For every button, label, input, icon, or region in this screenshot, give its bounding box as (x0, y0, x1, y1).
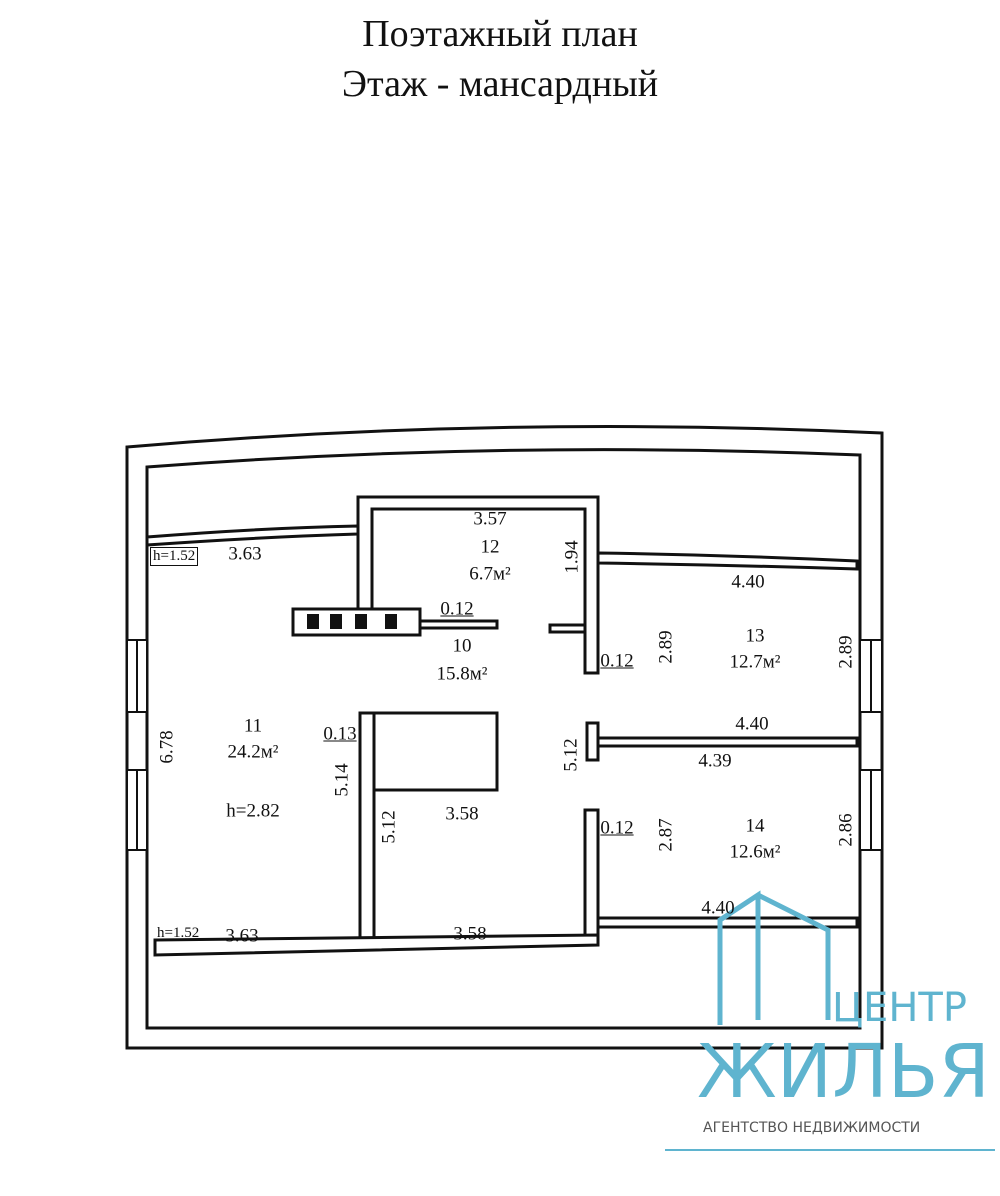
dim-h-1-52-top: h=1.52 (150, 547, 199, 566)
inner-wall (145, 448, 862, 1030)
agency-logo-house (665, 890, 995, 1151)
dim-0-12-a: 0.12 (440, 598, 474, 620)
dim-5-12-a: 5.12 (378, 810, 400, 844)
dim-4-39: 4.39 (698, 750, 732, 772)
room-14-number: 14 (745, 815, 765, 837)
room-12-number: 12 (480, 536, 500, 558)
watermark-line3: АГЕНТСТВО НЕДВИЖИМОСТИ (703, 1120, 921, 1136)
dim-2-89-b: 2.89 (835, 635, 857, 669)
room-14-area: 12.6м² (729, 841, 781, 863)
dim-2-86: 2.86 (835, 813, 857, 847)
room-10-area: 15.8м² (436, 663, 488, 685)
watermark-line1: ЦЕНТР (832, 985, 967, 1031)
room-11-number: 11 (243, 715, 263, 737)
room-13-area: 12.7м² (729, 651, 781, 673)
plan-title: Поэтажный план (362, 13, 638, 55)
dim-h-1-52-bottom: h=1.52 (157, 925, 200, 941)
room-10-number: 10 (452, 635, 472, 657)
watermark-line2: ЖИЛЬЯ (697, 1029, 990, 1115)
dim-5-14: 5.14 (331, 763, 353, 797)
chimney (291, 607, 422, 637)
outer-wall (125, 425, 884, 1050)
dim-5-12-b: 5.12 (560, 738, 582, 772)
dim-3-58-a: 3.58 (445, 803, 479, 825)
room-13-number: 13 (745, 625, 765, 647)
floor-subtitle: Этаж - мансардный (341, 63, 659, 105)
dim-3-57: 3.57 (473, 508, 507, 530)
room-12-area: 6.7м² (469, 563, 511, 585)
dim-2-89-a: 2.89 (655, 630, 677, 664)
dim-0-12-c: 0.12 (600, 817, 634, 839)
dim-0-12-b: 0.12 (600, 650, 634, 672)
room-11-area: 24.2м² (227, 741, 279, 763)
dim-3-63-top: 3.63 (228, 543, 262, 565)
dim-3-58-b: 3.58 (453, 923, 487, 945)
room-11-height: h=2.82 (226, 800, 280, 822)
dim-2-87: 2.87 (655, 818, 677, 852)
dim-0-13: 0.13 (323, 723, 357, 745)
dim-4-40-a: 4.40 (731, 571, 765, 593)
dim-4-40-c: 4.40 (701, 897, 735, 919)
dim-6-78: 6.78 (156, 730, 178, 764)
dim-3-63-bottom: 3.63 (225, 925, 259, 947)
dim-4-40-b: 4.40 (735, 713, 769, 735)
dim-1-94: 1.94 (561, 540, 583, 574)
internal-walls (145, 495, 859, 957)
windows (126, 639, 883, 851)
